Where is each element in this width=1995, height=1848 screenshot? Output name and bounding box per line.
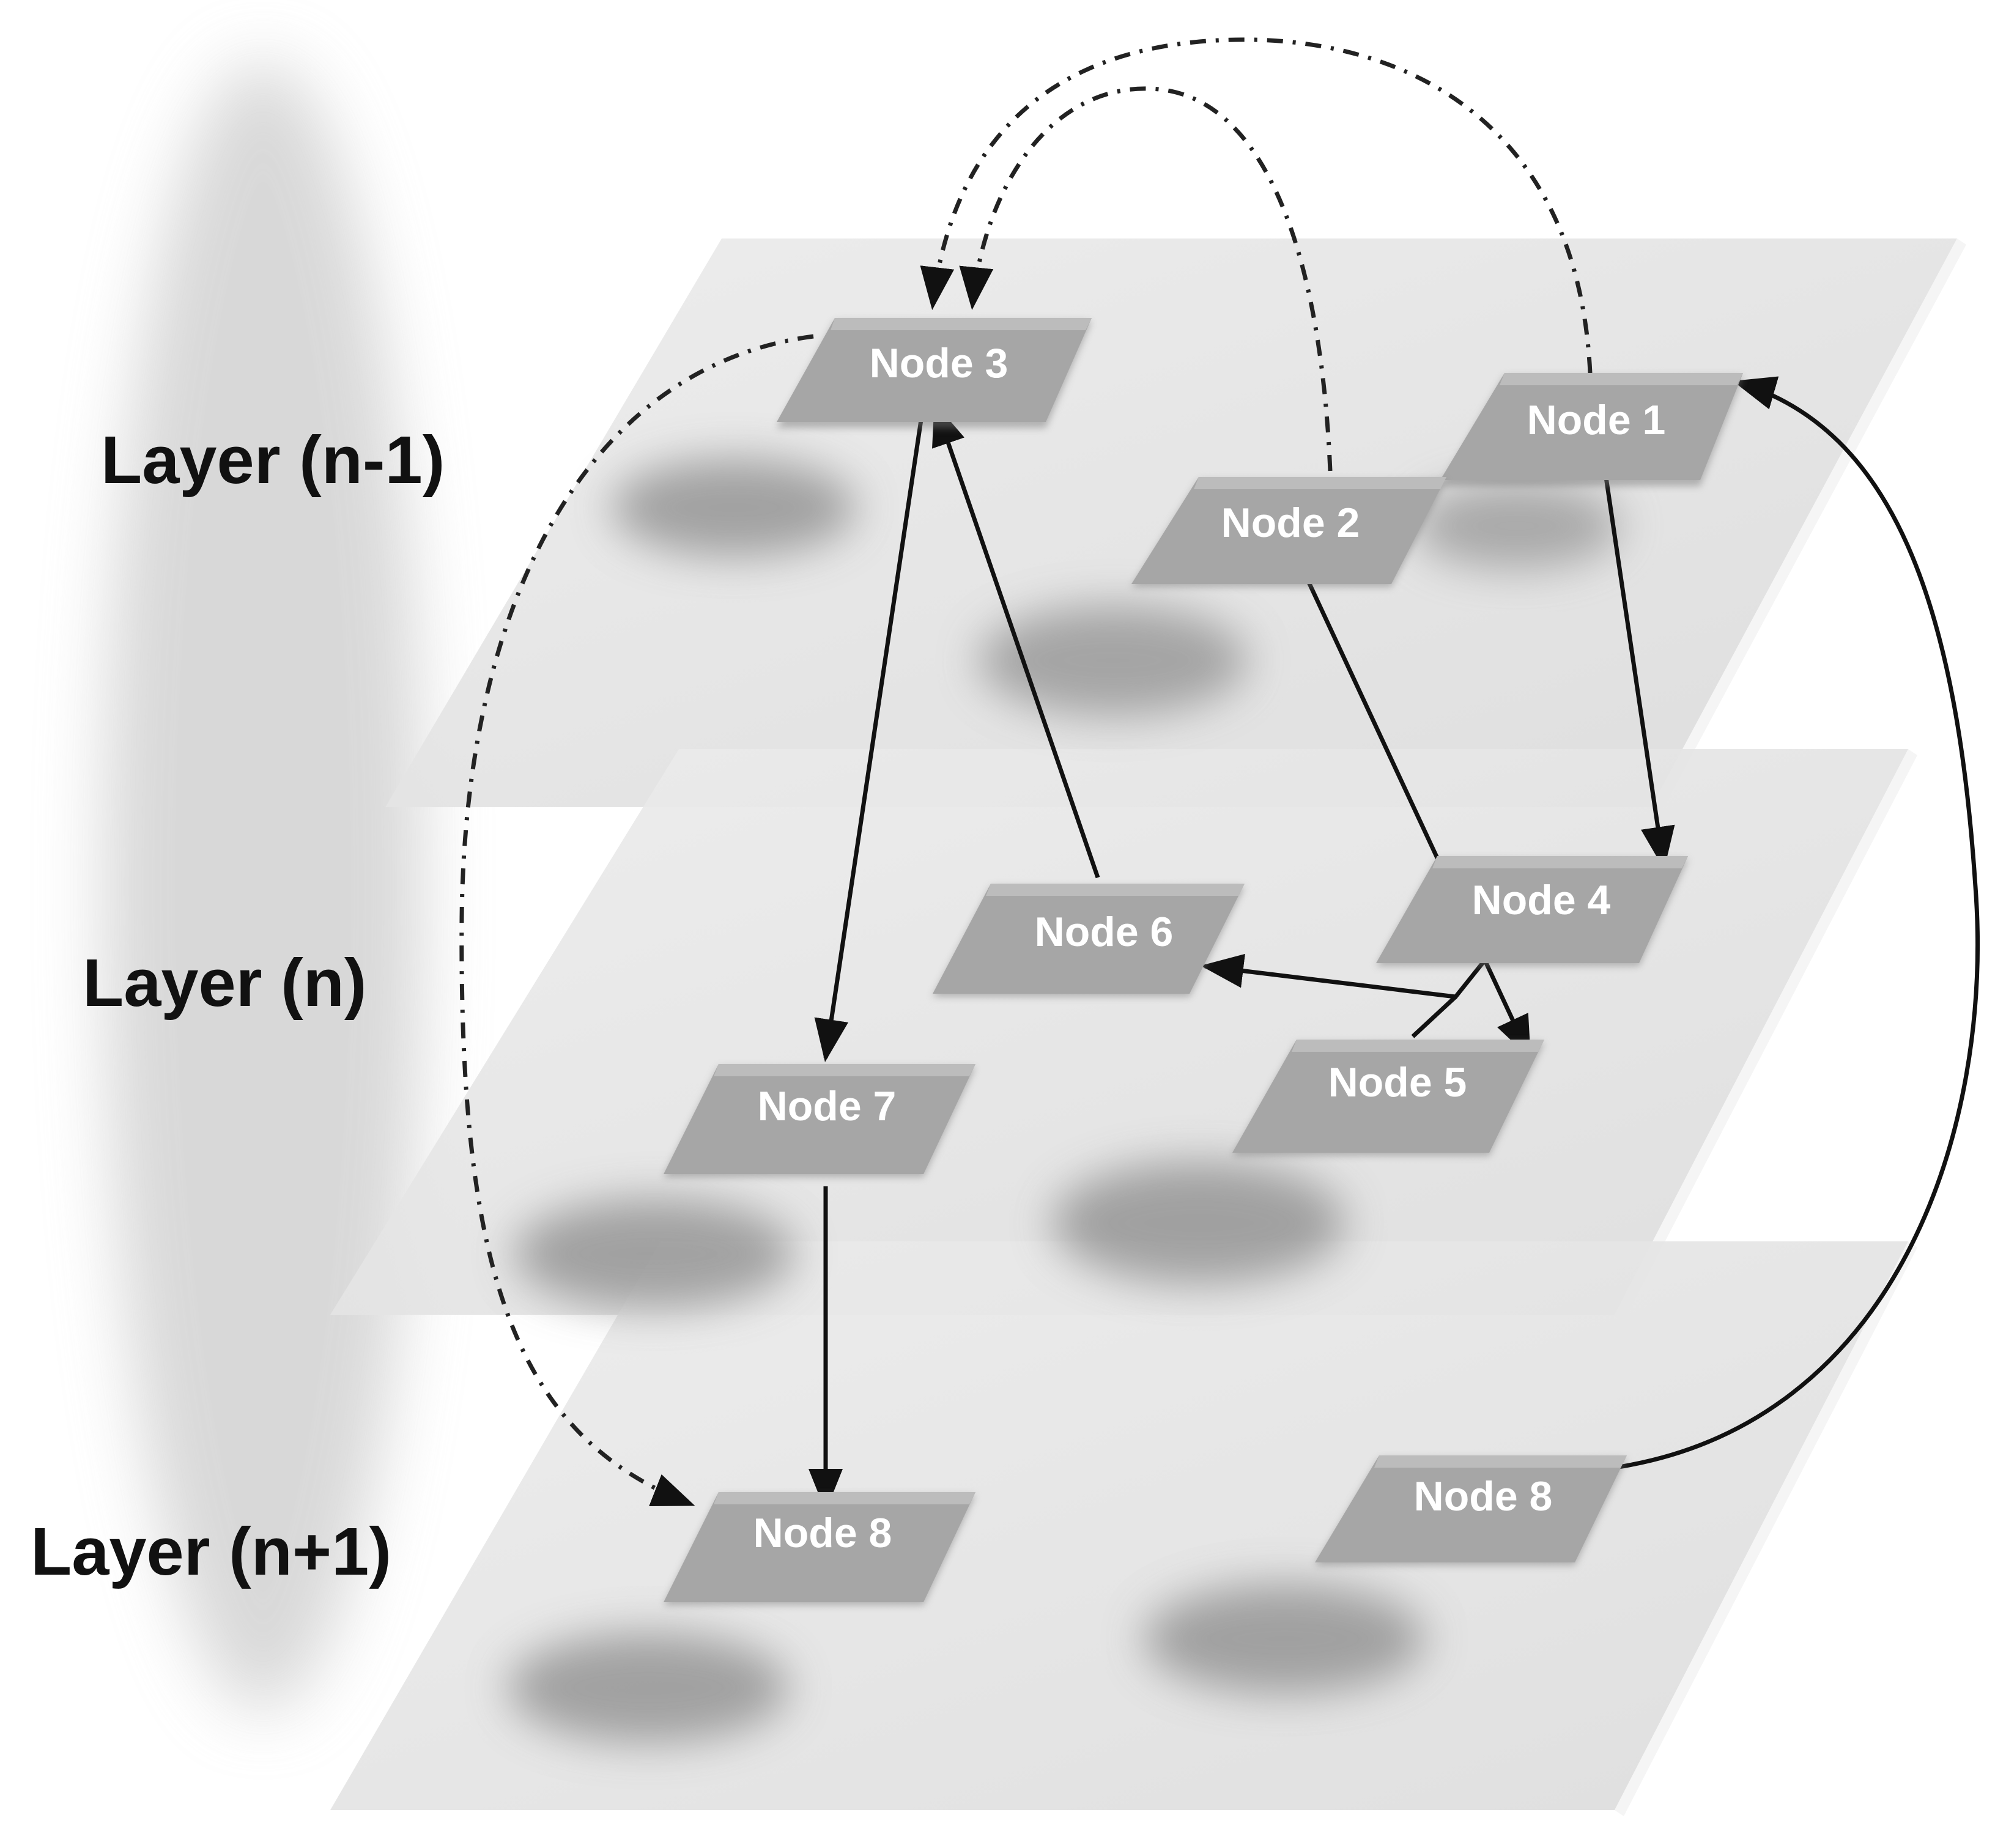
- node-shadows: [508, 459, 1621, 1743]
- layer-label-n-minus-1: Layer (n-1): [101, 423, 445, 498]
- node-2-label: Node 2: [1221, 500, 1360, 546]
- node-8-left-label: Node 8: [753, 1510, 892, 1556]
- background-shading: [104, 61, 422, 1712]
- node-6-label: Node 6: [1035, 909, 1174, 955]
- edge-node6-node3: [932, 402, 1100, 879]
- edge-node3-node7: [814, 403, 926, 1062]
- edge-node3-node8a: [459, 334, 814, 1507]
- node-1-label: Node 1: [1527, 397, 1666, 443]
- node-7[interactable]: Node 7: [664, 1064, 975, 1177]
- node-5-label: Node 5: [1328, 1059, 1467, 1106]
- edge-node1-node3: [920, 37, 1593, 374]
- node-1[interactable]: Node 1: [1440, 373, 1743, 486]
- node-8-right-label: Node 8: [1414, 1473, 1553, 1520]
- edge-node1-node4: [1600, 452, 1675, 870]
- node-4-label: Node 4: [1472, 877, 1611, 923]
- layer-label-n-plus-1: Layer (n+1): [31, 1514, 391, 1589]
- node-8-left[interactable]: Node 8: [664, 1492, 975, 1605]
- node-4[interactable]: Node 4: [1376, 856, 1688, 966]
- edges: [459, 37, 1980, 1512]
- edge-node2-node5: [1297, 561, 1531, 1059]
- node-8-right[interactable]: Node 8: [1315, 1455, 1627, 1565]
- node-2[interactable]: Node 2: [1131, 477, 1446, 587]
- node-3-label: Node 3: [870, 340, 1009, 386]
- edge-node8b-node1: [1614, 376, 1980, 1470]
- edge-node5-connector: [1411, 995, 1457, 1038]
- nodes: Node 3 Node 1 Node 2 Node 4 Node: [664, 318, 1743, 1605]
- node-6[interactable]: Node 6: [933, 884, 1245, 997]
- node-7-label: Node 7: [758, 1083, 897, 1129]
- edge-node2-node3: [959, 86, 1333, 471]
- layer-label-n: Layer (n): [83, 945, 367, 1021]
- node-3[interactable]: Node 3: [777, 318, 1092, 428]
- node-5[interactable]: Node 5: [1232, 1040, 1544, 1156]
